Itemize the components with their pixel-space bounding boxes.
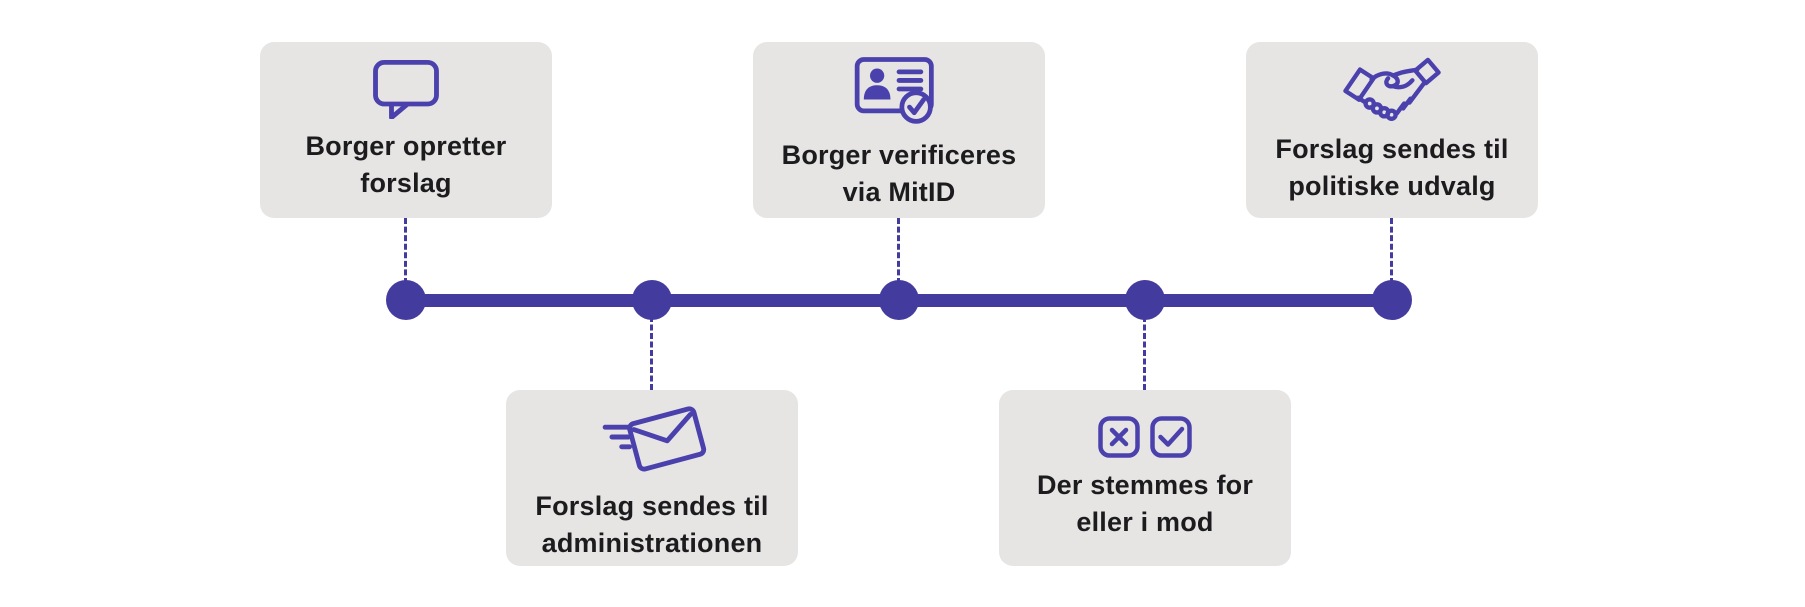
handshake-icon xyxy=(1340,56,1444,122)
step-card-3: Borger verificeres via MitID xyxy=(753,42,1045,218)
step-card-4: Der stemmes for eller i mod xyxy=(999,390,1291,566)
step-label-line1: Der stemmes for xyxy=(1036,469,1254,500)
id-card-verified-icon xyxy=(853,50,945,128)
step-label: Forslag sendes til administrationen xyxy=(535,488,768,562)
connector-step-3 xyxy=(897,218,900,284)
timeline-dot-4 xyxy=(1125,280,1165,320)
step-label-line1: Borger verificeres xyxy=(781,139,1017,170)
connector-step-1 xyxy=(404,218,407,284)
step-label-line1: Forslag sendes til xyxy=(1275,133,1509,164)
step-label-line1: Borger opretter xyxy=(305,130,507,161)
timeline-dot-5 xyxy=(1372,280,1412,320)
step-card-2: Forslag sendes til administrationen xyxy=(506,390,798,566)
step-label-line2: politiske udvalg xyxy=(1288,170,1496,201)
step-label-line2: forslag xyxy=(360,167,452,198)
step-label: Der stemmes for eller i mod xyxy=(1037,467,1253,541)
step-label-line1: Forslag sendes til xyxy=(535,490,769,521)
timeline-dot-3 xyxy=(879,280,919,320)
step-card-5: Forslag sendes til politiske udvalg xyxy=(1246,42,1538,218)
step-label: Borger opretter forslag xyxy=(305,128,506,202)
connector-step-5 xyxy=(1390,218,1393,284)
step-label-line2: administrationen xyxy=(541,527,763,558)
timeline-dot-2 xyxy=(632,280,672,320)
speech-bubble-icon xyxy=(372,59,440,119)
step-card-1: Borger opretter forslag xyxy=(260,42,552,218)
step-label: Borger verificeres via MitID xyxy=(782,137,1017,211)
connector-step-2 xyxy=(650,316,653,390)
connector-step-4 xyxy=(1143,316,1146,390)
timeline-dot-1 xyxy=(386,280,426,320)
step-label: Forslag sendes til politiske udvalg xyxy=(1275,131,1508,205)
step-label-line2: eller i mod xyxy=(1076,506,1214,537)
step-label-line2: via MitID xyxy=(842,176,956,207)
envelope-send-icon xyxy=(597,395,707,479)
vote-cross-check-icon xyxy=(1098,415,1192,458)
